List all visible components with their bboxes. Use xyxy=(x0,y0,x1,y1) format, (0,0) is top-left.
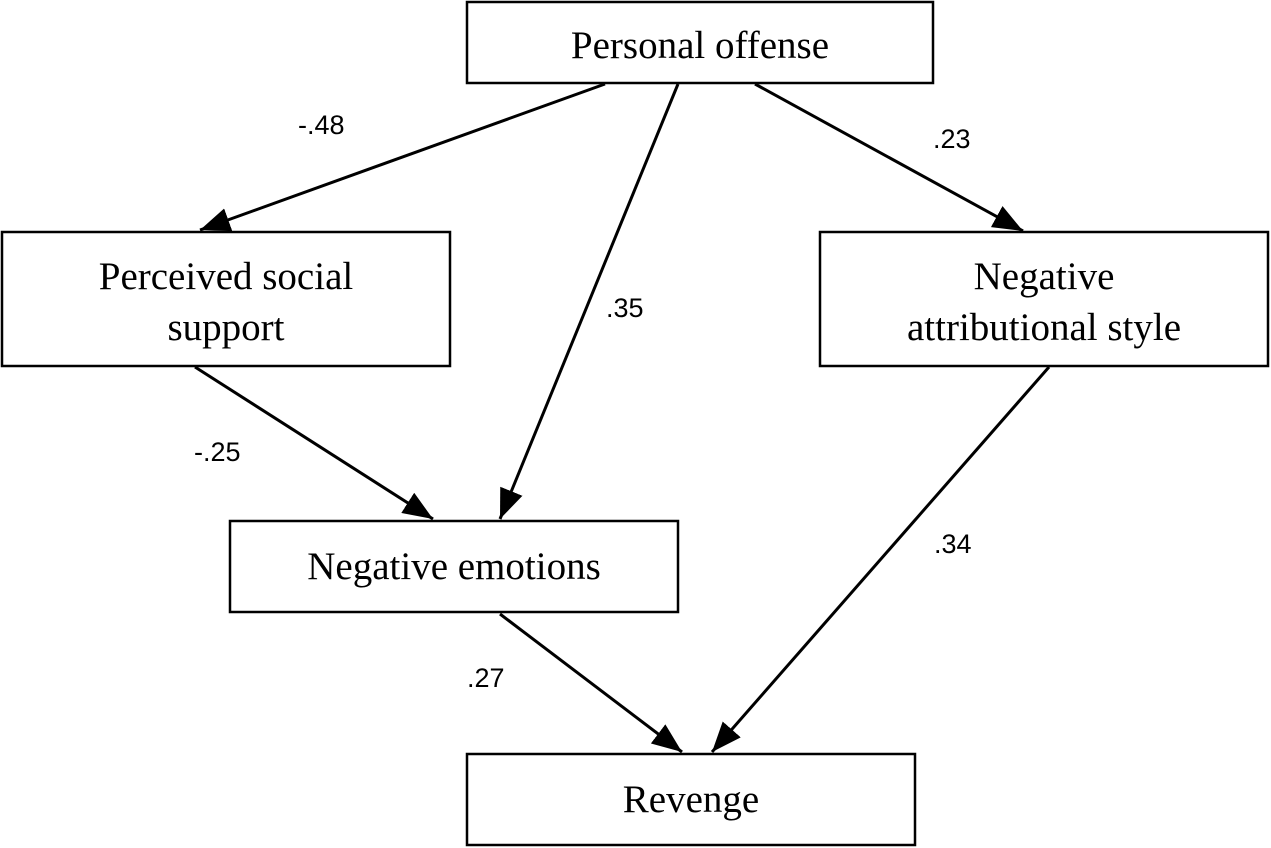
node-box xyxy=(0,230,452,368)
edge-label-emotions-revenge: .27 xyxy=(467,663,505,693)
edge-emotions-to-revenge xyxy=(499,612,683,754)
edge-label-support-emotions: -.25 xyxy=(194,437,241,467)
node-box xyxy=(465,752,917,847)
node-negative-emotions: Negative emotions xyxy=(228,519,680,614)
node-box xyxy=(465,0,935,85)
node-box xyxy=(818,230,1270,368)
node-label-line-2: attributional style xyxy=(907,306,1181,349)
edges-layer xyxy=(194,82,1051,754)
node-label-line-1: Perceived social xyxy=(99,255,354,298)
edge-labels-layer: -.48 .35 .23 -.25 .27 .34 xyxy=(194,110,972,693)
node-label: Revenge xyxy=(623,778,759,821)
edge-label-offense-emotions: .35 xyxy=(606,293,644,323)
node-box xyxy=(228,519,680,614)
edge-offense-to-emotions xyxy=(498,83,680,520)
node-label-line-2: support xyxy=(168,306,285,349)
edge-support-to-emotions xyxy=(194,365,434,521)
node-revenge: Revenge xyxy=(465,752,917,847)
edge-offense-to-attribution xyxy=(754,82,1024,233)
node-negative-attributional-style: Negative attributional style xyxy=(818,230,1270,368)
edge-label-offense-attribution: .23 xyxy=(933,124,971,154)
node-label: Negative emotions xyxy=(307,545,601,588)
node-personal-offense: Personal offense xyxy=(465,0,935,85)
node-label-line-1: Negative xyxy=(974,255,1115,298)
edge-attribution-to-revenge xyxy=(710,366,1051,753)
edge-label-offense-support: -.48 xyxy=(298,110,345,140)
edge-offense-to-support xyxy=(199,82,606,232)
edge-label-attribution-revenge: .34 xyxy=(934,529,972,559)
node-perceived-social-support: Perceived social support xyxy=(0,230,452,368)
node-label: Personal offense xyxy=(571,24,829,67)
